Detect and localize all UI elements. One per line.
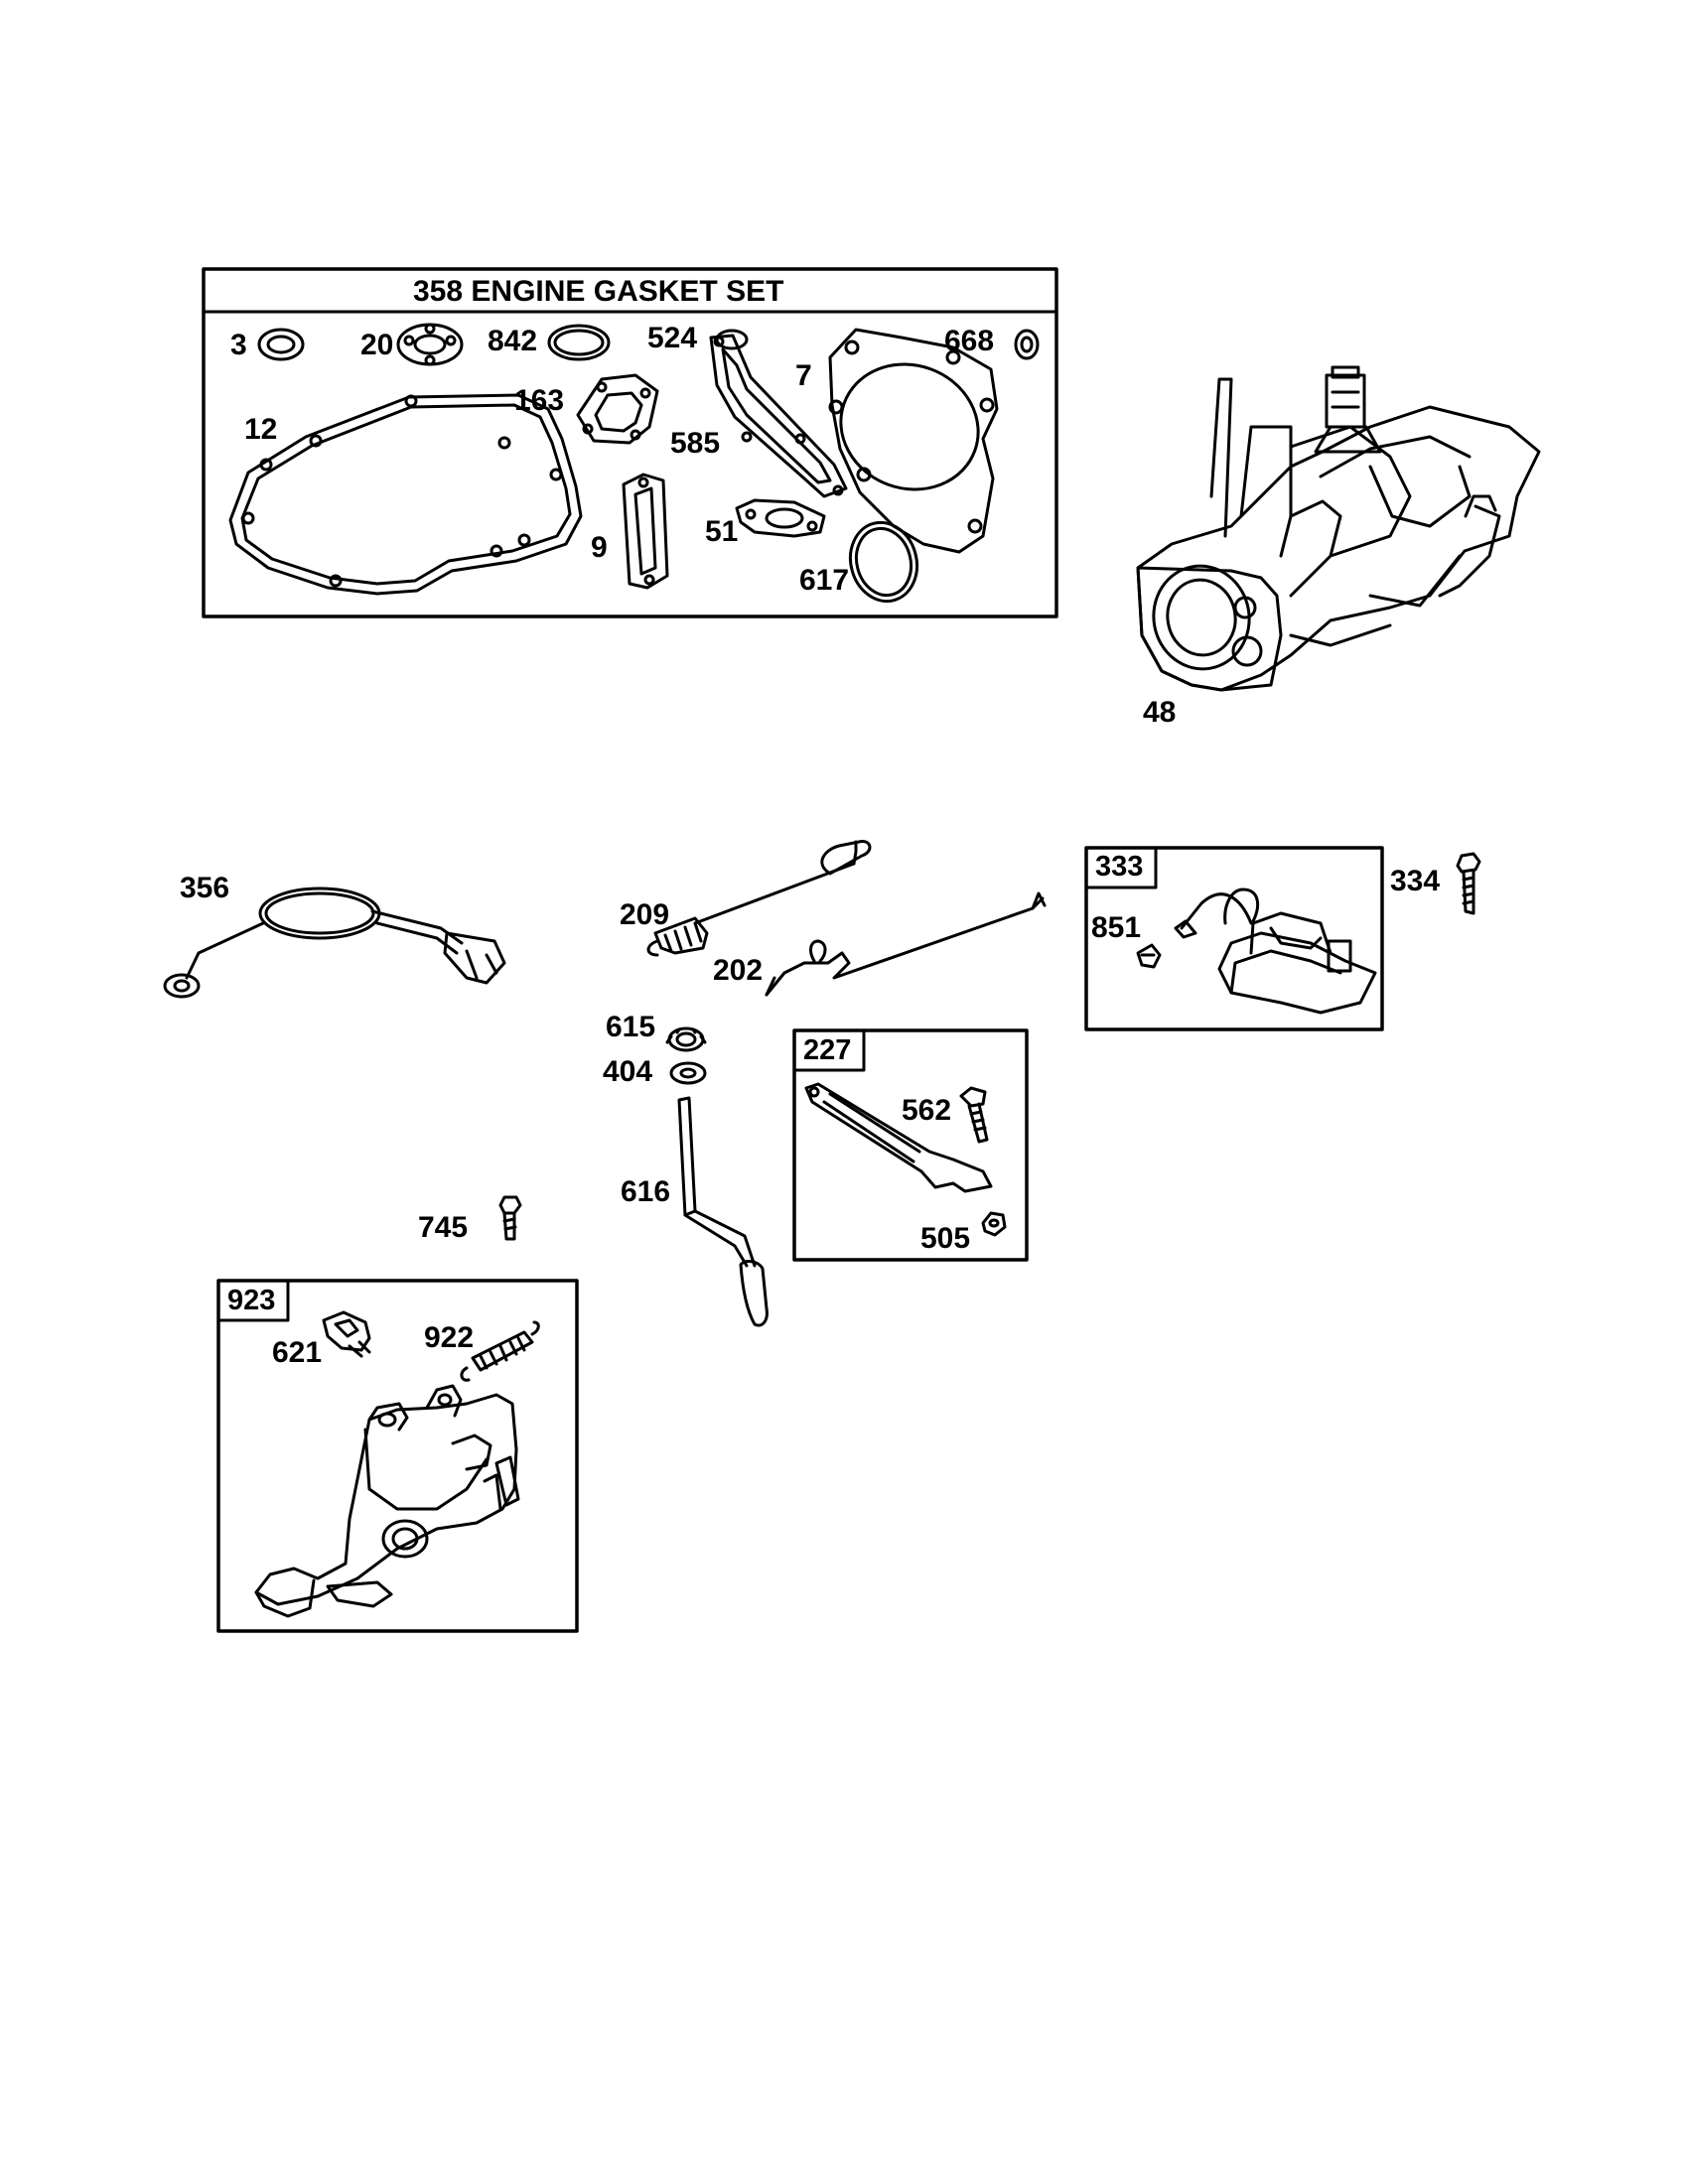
screw-745-icon [498,1195,522,1241]
gasket-9-icon [622,473,669,590]
crankcase-gasket-12-icon [228,393,583,596]
part-label-48: 48 [1143,696,1177,729]
kit-tag-923: 923 [227,1285,276,1316]
gasket-set-box [202,267,1058,618]
part-label-505: 505 [920,1222,971,1255]
part-label-7: 7 [795,359,812,392]
part-label-745: 745 [418,1211,469,1244]
head-gasket-7-icon [828,328,999,554]
part-label-616: 616 [621,1175,671,1208]
spring-922-icon [460,1320,540,1382]
gasket-163-icon [576,373,659,445]
part-label-922: 922 [424,1321,475,1354]
governor-spring-209-icon [646,840,872,957]
part-label-524: 524 [647,322,698,354]
governor-lever-227-icon [804,1082,993,1193]
part-label-12: 12 [244,413,278,446]
ground-wire-356-icon [163,887,506,999]
part-label-334: 334 [1390,865,1441,897]
part-label-51: 51 [705,515,739,548]
part-label-404: 404 [603,1055,653,1088]
ignition-kit-box [1084,846,1384,1031]
governor-gear-615-icon [665,1026,707,1052]
part-label-209: 209 [620,898,670,931]
part-label-562: 562 [902,1094,952,1127]
control-bracket-kit-box [216,1279,579,1633]
o-ring-842-icon [547,324,611,361]
governor-lever-kit-box [792,1028,1029,1262]
screw-334-icon [1456,852,1481,915]
gasket-585-icon [709,334,848,498]
part-label-585: 585 [670,427,721,460]
part-label-668: 668 [944,325,995,357]
governor-crank-616-icon [677,1096,769,1327]
ignition-armature-icon [1174,887,1377,1015]
nut-505-icon [981,1211,1007,1237]
part-label-356: 356 [180,872,230,904]
part-label-621: 621 [272,1336,323,1369]
gasket-set-title: 358 ENGINE GASKET SET [413,275,784,308]
part-label-3: 3 [230,329,247,361]
control-bracket-923-icon [254,1384,520,1618]
part-label-842: 842 [488,325,538,357]
part-label-851: 851 [1091,911,1142,944]
kit-tag-227: 227 [803,1034,852,1066]
engine-block-48-icon [1136,365,1541,692]
part-label-615: 615 [606,1011,656,1043]
governor-link-202-icon [765,891,1047,997]
part-label-163: 163 [514,384,565,417]
clip-621-icon [322,1310,371,1358]
part-label-617: 617 [799,564,850,597]
gasket-51-icon [735,498,826,538]
valve-seal-668-icon [1014,329,1040,360]
o-ring-617-icon [848,520,919,604]
oil-seal-3-icon [257,328,305,361]
clip-851-icon [1136,943,1162,969]
part-label-20: 20 [360,329,394,361]
oil-seal-20-icon [396,323,464,366]
bolt-562-icon [959,1086,989,1144]
kit-tag-333: 333 [1095,851,1144,883]
part-label-9: 9 [591,531,608,564]
part-label-202: 202 [713,954,764,987]
washer-404-icon [669,1061,707,1085]
